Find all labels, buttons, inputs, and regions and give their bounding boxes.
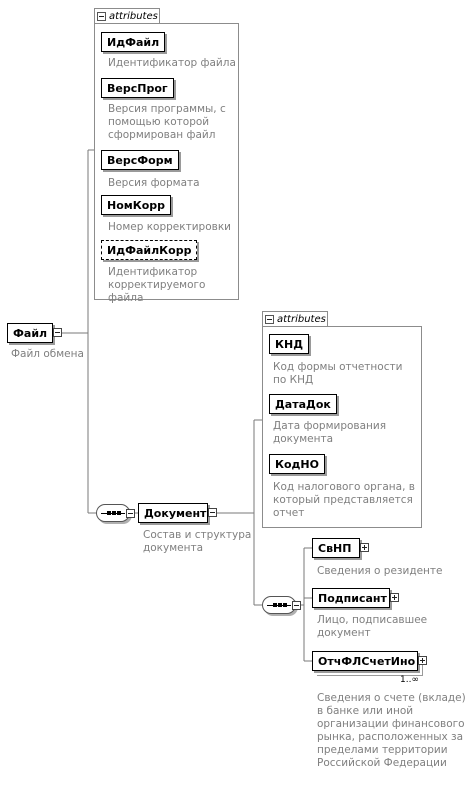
child-otchflschetino-expand-icon[interactable]: [418, 656, 427, 665]
attr-datadok-description: Дата формирования документа: [273, 420, 387, 445]
document-element[interactable]: Документ: [138, 503, 208, 523]
attr-idfilekorr[interactable]: ИдФайлКорр: [101, 240, 198, 260]
root-sequence-icon[interactable]: [96, 504, 130, 522]
attributes-label: attributes: [109, 11, 158, 22]
document-attributes-tab[interactable]: attributes: [262, 311, 328, 326]
attr-nomkorr[interactable]: НомКорр: [101, 195, 172, 215]
child-podpisant[interactable]: Подписант: [312, 588, 390, 608]
attr-kodno-description: Код налогового органа, в который предста…: [273, 481, 415, 519]
document-attributes-box: КНД Код формы отчетности по КНД ДатаДок …: [262, 326, 422, 528]
root-element[interactable]: Файл: [7, 323, 53, 343]
root-collapse-icon[interactable]: [53, 328, 62, 337]
attr-nomkorr-description: Номер корректировки: [108, 221, 231, 233]
attr-idfile-description: Идентификатор файла: [108, 57, 236, 69]
child-podpisant-expand-icon[interactable]: [390, 593, 399, 602]
child-otchflschetino-description: Сведения о счете (вкладе) в банке или ин…: [317, 692, 466, 769]
attributes-label: attributes: [277, 314, 326, 325]
attr-versform-description: Версия формата: [108, 177, 200, 189]
attr-versprog-description: Версия программы, с помощью которой сфор…: [108, 103, 226, 141]
child-svnp[interactable]: СвНП: [312, 538, 360, 558]
root-attributes-tab[interactable]: attributes: [94, 8, 160, 23]
child-svnp-expand-icon[interactable]: [360, 543, 369, 552]
root-description: Файл обмена: [11, 348, 84, 360]
attr-versprog[interactable]: ВерсПрог: [101, 78, 174, 98]
child-otchflschetino-multiplicity: 1..∞: [400, 675, 419, 685]
attr-kodno[interactable]: КодНО: [269, 454, 325, 474]
root-attributes-box: ИдФайл Идентификатор файла ВерсПрог Верс…: [94, 23, 239, 304]
attr-knd[interactable]: КНД: [269, 334, 309, 354]
attr-datadok[interactable]: ДатаДок: [269, 394, 337, 414]
document-description: Состав и структура документа: [143, 529, 252, 554]
collapse-icon[interactable]: [265, 314, 274, 324]
child-otchflschetino[interactable]: ОтчФЛСчетИно: [312, 651, 418, 671]
attr-idfilekorr-description: Идентификатор корректируемого файла: [108, 266, 206, 304]
attr-knd-description: Код формы отчетности по КНД: [273, 361, 403, 386]
root-sequence-collapse-icon[interactable]: [126, 509, 135, 518]
document-sequence-icon[interactable]: [262, 596, 296, 614]
attr-versform[interactable]: ВерсФорм: [101, 150, 179, 170]
collapse-icon[interactable]: [97, 11, 106, 21]
document-collapse-icon[interactable]: [208, 508, 217, 517]
document-sequence-collapse-icon[interactable]: [292, 601, 301, 610]
child-svnp-description: Сведения о резиденте: [317, 565, 443, 577]
child-podpisant-description: Лицо, подписавшее документ: [317, 614, 428, 639]
attr-idfile[interactable]: ИдФайл: [101, 32, 166, 52]
